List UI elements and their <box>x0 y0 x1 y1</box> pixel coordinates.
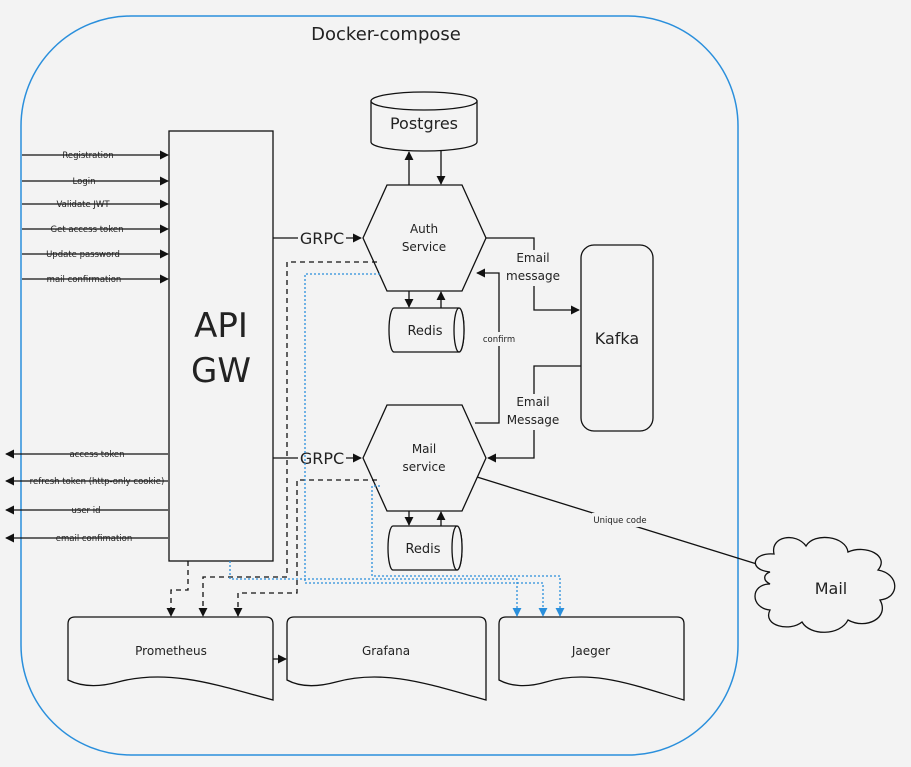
auth-service: Auth Service <box>362 184 487 292</box>
output-user-id: user id <box>72 506 101 516</box>
auth-service-line1: Auth <box>410 222 438 236</box>
docker-compose-label: Docker-compose <box>311 24 461 45</box>
redis-mail-label: Redis <box>405 542 440 557</box>
grafana-label: Grafana <box>362 644 410 658</box>
input-update-password: Update password <box>46 250 120 260</box>
mail-cloud: Mail <box>754 536 896 633</box>
email-message-top-line1: Email <box>516 251 549 265</box>
jaeger-box: Jaeger <box>498 616 685 701</box>
kafka-label: Kafka <box>595 329 639 348</box>
mail-service-line2: service <box>403 460 446 474</box>
prometheus-box: Prometheus <box>67 616 274 701</box>
grafana-box: Grafana <box>286 616 487 701</box>
mail-service: Mail service <box>362 404 487 512</box>
docker-compose-container <box>20 15 739 756</box>
output-email-confirmation: email confimation <box>56 534 133 544</box>
output-access-token: access token <box>69 450 124 460</box>
api-gw-label-line1: API <box>194 306 248 346</box>
api-gateway: API GW <box>168 130 274 562</box>
input-get-access-token: Get access token <box>51 225 124 235</box>
api-inputs: Registration Login Validate JWT Get acce… <box>22 150 169 285</box>
postgres-database: Postgres <box>370 91 478 152</box>
mail-service-line1: Mail <box>412 442 436 456</box>
grpc-mail-label: GRPC <box>300 449 344 468</box>
input-mail-confirmation: mail confirmation <box>47 275 122 285</box>
auth-service-line2: Service <box>402 240 446 254</box>
redis-auth-label: Redis <box>407 324 442 339</box>
grpc-auth-label: GRPC <box>300 229 344 248</box>
email-message-bottom-line1: Email <box>516 395 549 409</box>
email-message-top-line2: message <box>506 269 560 283</box>
input-login: Login <box>73 177 96 187</box>
api-gw-label-line2: GW <box>191 351 251 391</box>
mail-label: Mail <box>815 579 848 598</box>
prometheus-label: Prometheus <box>135 644 207 658</box>
api-outputs: access token refresh token (http-only co… <box>5 449 168 544</box>
confirm-label: confirm <box>483 335 515 345</box>
unique-code-label: Unique code <box>593 516 646 526</box>
email-message-bottom-line2: Message <box>507 413 560 427</box>
input-registration: Registration <box>62 151 113 161</box>
jaeger-label: Jaeger <box>571 644 610 658</box>
redis-auth: Redis <box>388 307 465 353</box>
input-validate-jwt: Validate JWT <box>56 200 110 210</box>
kafka-broker: Kafka <box>580 244 654 432</box>
redis-mail: Redis <box>387 525 463 571</box>
output-refresh-token: refresh token (http-only cookie) <box>30 477 165 487</box>
postgres-label: Postgres <box>390 114 458 133</box>
